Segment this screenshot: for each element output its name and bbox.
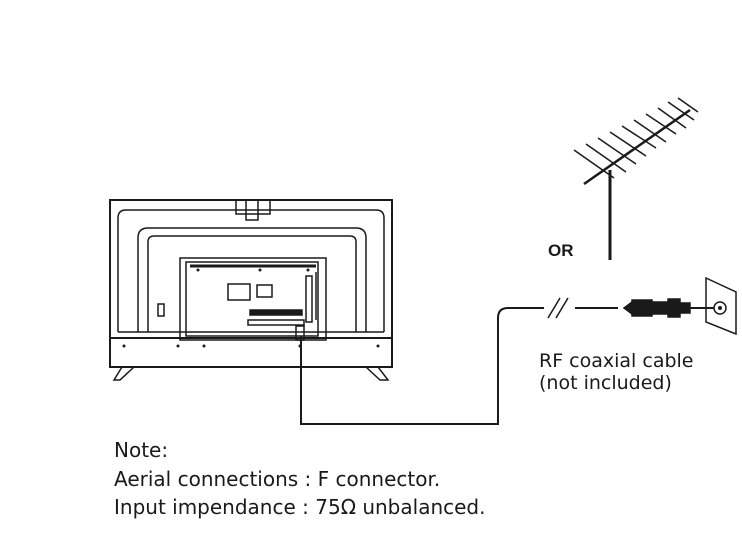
f-connector-plug: [622, 298, 691, 318]
tv-right-foot: [365, 366, 390, 381]
or-label: OR: [548, 241, 574, 260]
antenna-boom: [583, 108, 691, 186]
rf-cable-label-line2: (not included): [539, 372, 672, 394]
cable-break-symbol: [547, 297, 569, 319]
rf-cable-label: RF coaxial cable (not included): [539, 350, 694, 394]
tv-inner-frame-2: [137, 227, 367, 332]
rf-coaxial-cable: [300, 307, 544, 425]
tv-frame: [109, 199, 393, 368]
tv-back: [109, 199, 393, 381]
note-line-impedance: Input impendance : 75Ω unbalanced.: [114, 495, 486, 519]
tv-left-foot: [112, 366, 135, 381]
tv-connector-panel: [179, 257, 327, 341]
tv-inner-frame-3: [147, 235, 357, 332]
note-line-aerial: Aerial connections : F connector.: [114, 466, 441, 491]
note-title: Note:: [114, 438, 169, 462]
tv-side-button: [157, 303, 165, 317]
aerial-antenna: [573, 97, 699, 260]
tv-inner-frame: [117, 209, 385, 332]
tv-top-mount: [235, 200, 271, 215]
wall-socket: [690, 276, 737, 336]
note-block: Note: Aerial connections : F connector. …: [114, 436, 485, 522]
rf-cable-label-line1: RF coaxial cable: [539, 350, 694, 372]
